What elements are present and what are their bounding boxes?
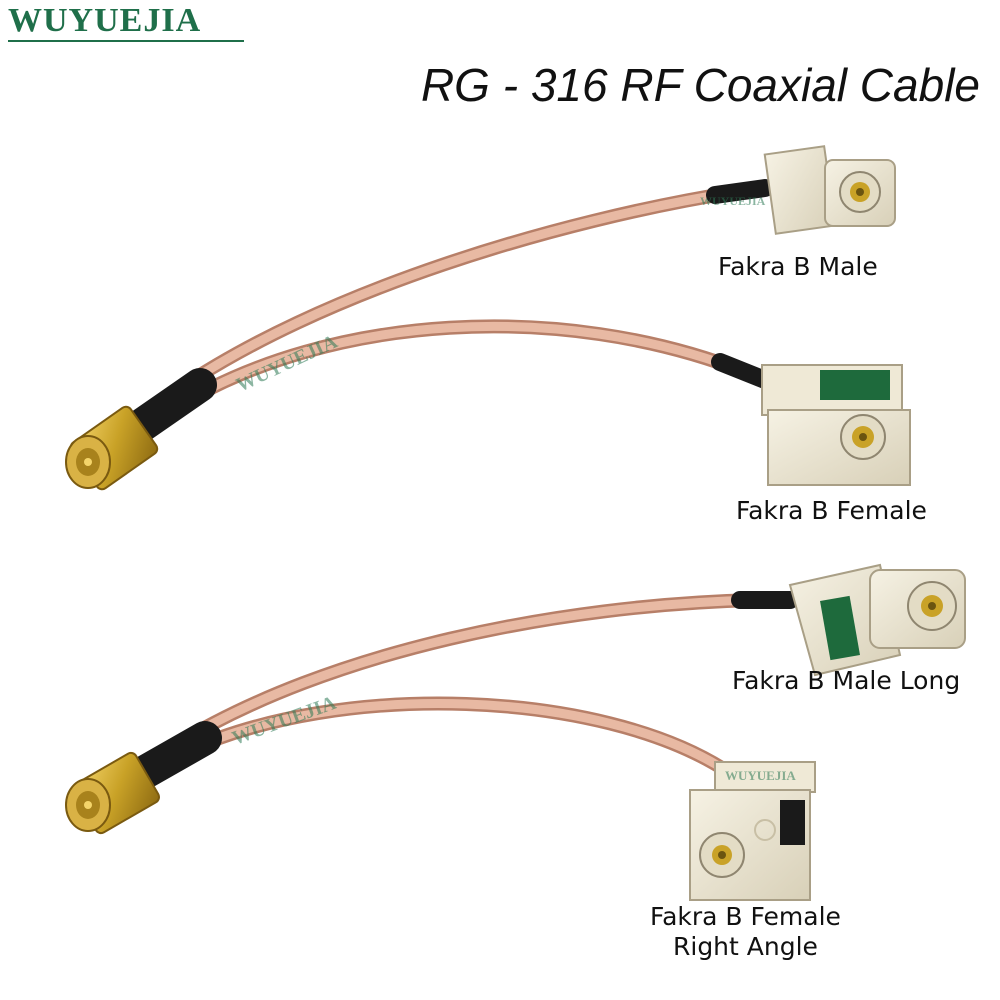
svg-text:WUYUEJIA: WUYUEJIA	[725, 768, 796, 783]
label-fakra-b-female-right-angle-line1: Fakra B Female	[650, 902, 841, 931]
top-cable-assembly: WUYUEJIA WUYUEJIA	[65, 145, 911, 491]
label-fakra-b-male: Fakra B Male	[718, 252, 878, 281]
bottom-cable-assembly: WUYUEJIA WUYUEJIA	[65, 563, 966, 901]
sma-connector-bottom	[65, 751, 160, 835]
headline-title: RG - 316 RF Coaxial Cable	[420, 59, 980, 111]
sma-connector-top	[65, 405, 159, 491]
fakra-b-female-right-angle-connector	[689, 761, 816, 901]
heat-shrink-top	[118, 368, 217, 447]
label-fakra-b-female: Fakra B Female	[736, 496, 927, 525]
label-fakra-b-female-right-angle: Fakra B Female Right Angle	[650, 902, 841, 962]
brand-logo: WUYUEJIA	[8, 2, 202, 39]
heat-shrink-bottom	[123, 721, 222, 792]
label-fakra-b-male-long: Fakra B Male Long	[732, 666, 961, 695]
brand-underline	[8, 40, 244, 42]
label-fakra-b-female-right-angle-line2: Right Angle	[673, 932, 818, 961]
fakra-b-female-connector	[761, 364, 911, 486]
fakra-b-male-long-connector	[788, 563, 966, 677]
svg-text:WUYUEJIA: WUYUEJIA	[700, 194, 766, 208]
fakra-b-male-connector	[763, 145, 896, 235]
